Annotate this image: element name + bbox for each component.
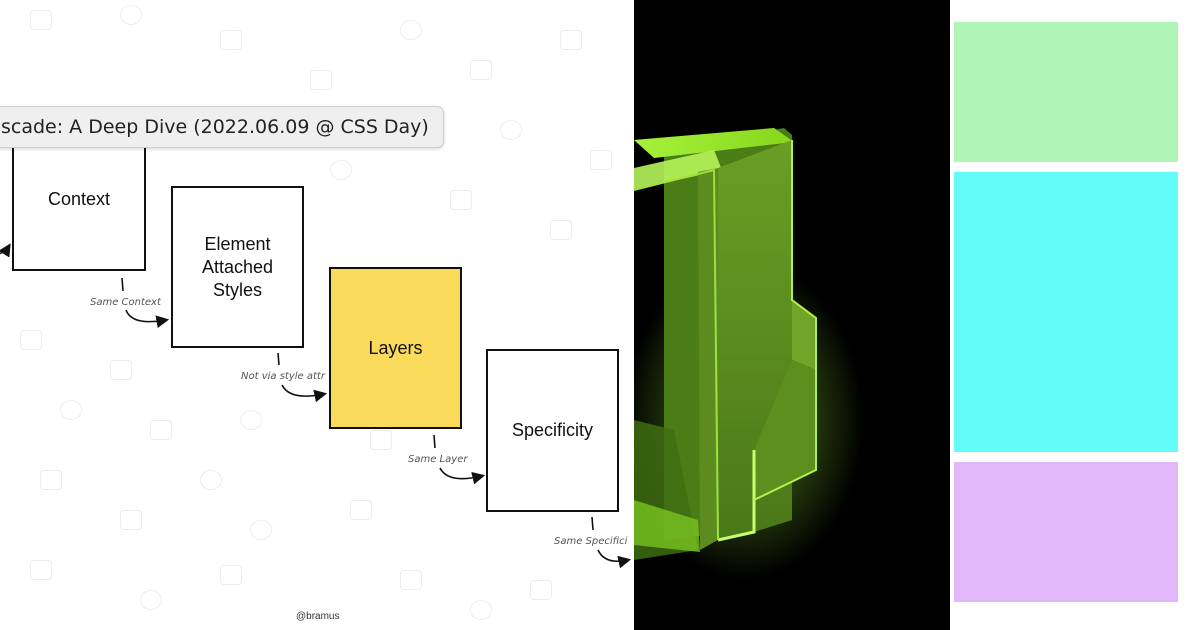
element-attached-styles-box: Element Attached Styles [171, 186, 304, 348]
background-doodle [250, 520, 272, 540]
background-doodle [350, 500, 372, 520]
arrow-specificity-onward [597, 549, 632, 569]
cascade-diagram-panel: scade: A Deep Dive (2022.06.09 @ CSS Day… [0, 5, 632, 622]
context-box: Context [12, 127, 146, 271]
background-doodle [20, 330, 42, 350]
purple-swatch [954, 462, 1178, 602]
background-doodle [590, 150, 612, 170]
layers-label: Layers [368, 337, 423, 358]
background-doodle [310, 70, 332, 90]
background-doodle [120, 510, 142, 530]
context-label: Context [47, 188, 111, 209]
connector-tick-2 [277, 352, 280, 366]
connector-label-same-specificity: Same Specifici [554, 536, 628, 547]
background-doodle [400, 20, 422, 40]
background-doodle [200, 470, 222, 490]
background-doodle [470, 60, 492, 80]
background-doodle [110, 360, 132, 380]
background-doodle [470, 600, 492, 620]
background-doodle [150, 420, 172, 440]
background-doodle [140, 590, 162, 610]
connector-label-same-layer: Same Layer [408, 454, 468, 465]
connector-label-same-context: Same Context [90, 297, 161, 308]
specificity-box: Specificity [486, 349, 619, 512]
background-doodle [500, 120, 522, 140]
background-doodle [220, 565, 242, 585]
background-doodle [560, 30, 582, 50]
color-swatches-panel [950, 0, 1200, 630]
arrow-layers-to-specificity [439, 467, 486, 485]
neon-3d-shape [634, 128, 864, 580]
connector-tick-4 [591, 516, 594, 531]
background-doodle [220, 30, 242, 50]
arrow-element-to-layers [281, 384, 328, 403]
background-doodle [550, 220, 572, 240]
background-doodle [120, 5, 142, 25]
background-doodle [240, 410, 262, 430]
specificity-label: Specificity [511, 420, 594, 440]
connector-tick-1 [121, 277, 124, 292]
background-doodle [30, 560, 52, 580]
background-doodle [450, 190, 472, 210]
cyan-swatch [954, 172, 1178, 452]
background-doodle [530, 580, 552, 600]
background-doodle [60, 400, 82, 420]
arrow-context-to-element [125, 309, 170, 328]
connector-arrows [0, 243, 632, 569]
title-tooltip: scade: A Deep Dive (2022.06.09 @ CSS Day… [0, 106, 444, 148]
credit-text: @bramus [296, 611, 340, 622]
element-attached-styles-label: Element Attached Styles [201, 233, 274, 300]
green-swatch [954, 22, 1178, 162]
background-doodle [330, 160, 352, 180]
arrow-into-context [0, 243, 11, 258]
connector-tick-3 [433, 434, 436, 449]
neon-3d-graphic-panel [634, 0, 950, 630]
background-doodle [370, 430, 392, 450]
layers-box: Layers [329, 267, 462, 429]
background-doodle [40, 470, 62, 490]
connector-label-not-via-style-attr: Not via style attr [241, 371, 325, 382]
background-doodle [30, 10, 52, 30]
background-doodle [400, 570, 422, 590]
